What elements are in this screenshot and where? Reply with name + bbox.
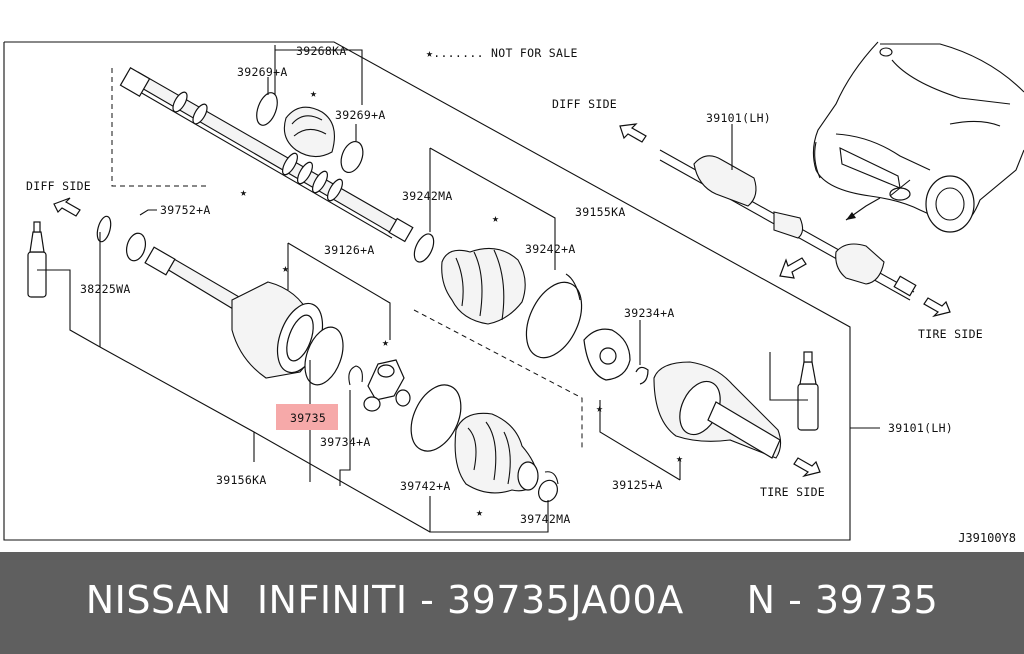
label-39752A: 39752+A <box>160 203 211 217</box>
leader-39126A-b <box>287 242 391 340</box>
bracket-dashed-lower <box>413 309 583 450</box>
star-marker: ★ <box>676 451 683 465</box>
grease-tube-left <box>27 221 47 298</box>
snap-ring-39734 <box>348 365 363 386</box>
bracket-39156KA <box>99 346 255 462</box>
shaft-spline-rings <box>172 91 343 202</box>
arrow-shaft-icon <box>779 257 807 279</box>
highlight-39735 <box>276 404 338 430</box>
arrow-tire-side-top-icon <box>923 297 951 318</box>
outer-cv-joint <box>583 328 782 459</box>
arrow-diff-side-left-icon <box>53 197 81 217</box>
bracket-39125A <box>599 400 681 481</box>
label-39269A-2: 39269+A <box>335 108 386 122</box>
leader-38225WA <box>37 269 101 348</box>
footer-part-number: NISSAN INFINITI - 39735JA00A N - 39735 <box>85 578 939 622</box>
label-39734A: 39734+A <box>320 435 371 449</box>
label-39742A: 39742+A <box>400 479 451 493</box>
star-marker: ★ <box>240 185 247 199</box>
car-illustration <box>812 41 1024 233</box>
diagram-canvas: ★ ★ ★ <box>3 41 1024 541</box>
label-39101LH-right: 39101(LH) <box>888 421 953 435</box>
label-39126A: 39126+A <box>324 243 375 257</box>
label-38225WA: 38225WA <box>80 282 131 296</box>
label-39269A-1: 39269+A <box>237 65 288 79</box>
leader-39734A-v <box>339 390 351 486</box>
legend-not-for-sale: ★....... NOT FOR SALE <box>426 46 578 60</box>
star-marker: ★ <box>310 86 317 100</box>
ring-39735 <box>304 326 344 386</box>
label-39742MA: 39742MA <box>520 512 571 526</box>
leader-39752A <box>139 209 157 216</box>
drive-shaft-upper <box>119 67 414 243</box>
label-39234A: 39234+A <box>624 306 675 320</box>
diagram-code: J39100Y8 <box>958 531 1016 545</box>
label-39242A: 39242+A <box>525 242 576 256</box>
label-39735: 39735 <box>290 411 326 425</box>
label-39155KA: 39155KA <box>575 205 626 219</box>
boot-upper <box>413 233 583 359</box>
leader-39268KA-2 <box>275 49 363 105</box>
star-marker: ★ <box>492 211 499 225</box>
drive-shaft-lower <box>144 246 324 379</box>
bracket-39742 <box>429 496 549 533</box>
circlip-39752 <box>96 215 147 262</box>
car-pointer-2 <box>889 179 911 197</box>
arrow-tire-side-bottom-icon <box>793 457 821 478</box>
tripod-joint <box>363 359 411 412</box>
shaft-assembly-inset <box>659 149 917 301</box>
label-39242MA: 39242MA <box>402 189 453 203</box>
boot-kit-upper <box>256 92 364 174</box>
grease-tube-right <box>797 351 819 431</box>
label-39101LH-top: 39101(LH) <box>706 111 771 125</box>
label-diff-side-left: DIFF SIDE <box>26 179 91 193</box>
car-pointer-arrowhead <box>846 212 856 220</box>
label-diff-side-right: DIFF SIDE <box>552 97 617 111</box>
label-tire-side-bottom: TIRE SIDE <box>760 485 825 499</box>
bracket-bottom <box>253 431 431 533</box>
footer-banner: NISSAN INFINITI - 39735JA00A N - 39735 <box>0 552 1024 654</box>
boot-lower <box>410 384 559 503</box>
arrow-diff-side-right-icon <box>619 123 647 143</box>
label-tire-side-top: TIRE SIDE <box>918 327 983 341</box>
bracket-dashed-upper <box>111 68 210 187</box>
leader-grease-right <box>769 352 808 401</box>
star-marker: ★ <box>382 335 389 349</box>
label-39268KA: 39268KA <box>296 44 347 58</box>
bracket-39155KA <box>429 147 556 270</box>
star-marker: ★ <box>282 261 289 275</box>
star-marker: ★ <box>476 505 483 519</box>
label-39156KA: 39156KA <box>216 473 267 487</box>
label-39125A: 39125+A <box>612 478 663 492</box>
